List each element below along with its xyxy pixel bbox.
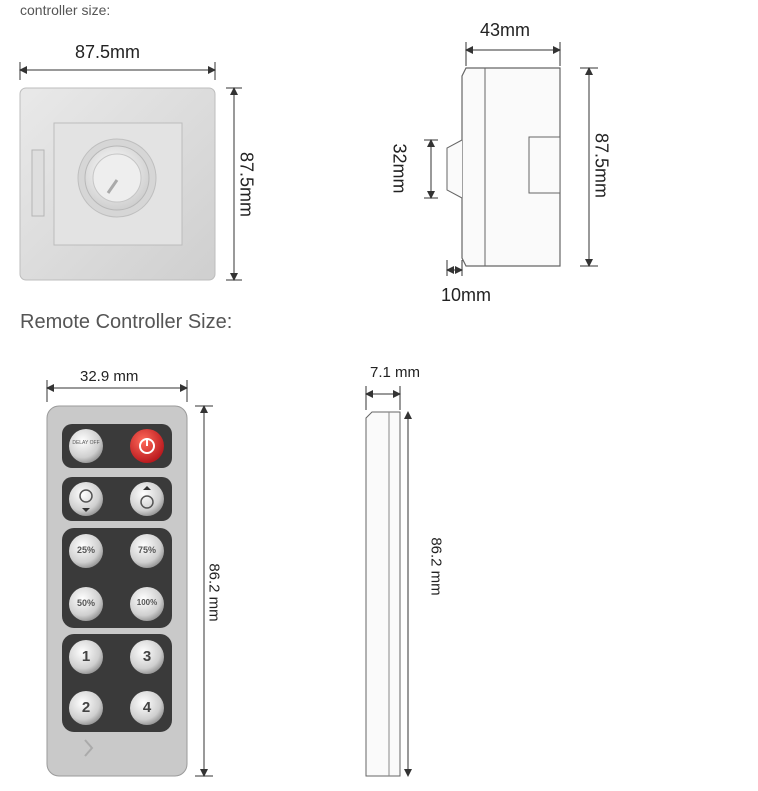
wall-controller-side — [446, 67, 561, 267]
controller-size-caption: controller size: — [20, 2, 111, 18]
side-knob-label: 32mm — [389, 143, 410, 194]
front-width-label: 87.5mm — [75, 42, 141, 62]
button-2[interactable]: 2 — [81, 699, 91, 716]
button-1[interactable]: 1 — [81, 648, 91, 665]
75-percent-button[interactable]: 75% — [137, 545, 156, 555]
remote-size-caption: Remote Controller Size: — [20, 311, 233, 333]
remote-side-height-label: 86.2 mm — [427, 537, 445, 596]
side-depth-label: 43mm — [480, 20, 531, 40]
side-height-label: 87.5mm — [591, 132, 612, 199]
remote-width-label: 32.9 mm — [80, 368, 139, 385]
50-percent-button[interactable]: 50% — [76, 598, 95, 608]
front-height-label: 87.5mm — [236, 151, 257, 218]
wall-controller-front — [19, 87, 216, 281]
100-percent-button[interactable]: 100% — [136, 598, 158, 607]
remote-height-label: 86.2 mm — [205, 563, 223, 622]
remote-front — [46, 405, 188, 777]
delay-off-button[interactable]: DELAY OFF — [72, 440, 100, 446]
button-3[interactable]: 3 — [142, 648, 152, 665]
25-percent-button[interactable]: 25% — [76, 545, 95, 555]
remote-thickness-label: 7.1 mm — [370, 364, 421, 381]
button-4[interactable]: 4 — [142, 699, 152, 716]
side-bottom-label: 10mm — [441, 285, 492, 305]
remote-side — [365, 411, 401, 777]
